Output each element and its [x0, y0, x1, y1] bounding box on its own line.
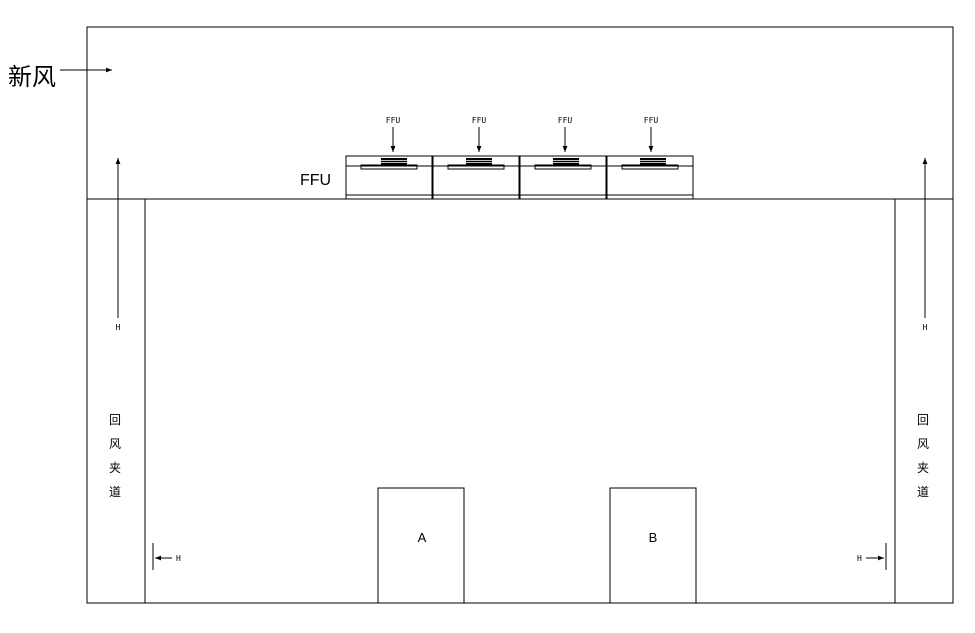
left-chase-char: 回: [109, 413, 121, 427]
building-outline: [86, 26, 954, 604]
ffu-unit-4: FFU: [606, 116, 694, 200]
right-chase-char: 夹: [917, 461, 929, 475]
left-floor-arrow-label: H: [176, 554, 181, 563]
right-chase-char: 道: [917, 485, 929, 499]
equipment-a: A: [377, 487, 465, 604]
left-chase-char: 道: [109, 485, 121, 499]
ffu-unit-label: FFU: [558, 116, 573, 125]
right-chase-char: 回: [917, 413, 929, 427]
left-return-air-chase: H 回 风 夹 道 H: [109, 158, 181, 570]
ffu-unit-3: FFU: [519, 116, 607, 200]
right-chase-char: 风: [917, 437, 929, 451]
equipment-b-label: B: [649, 530, 658, 545]
ffu-unit-2: FFU: [432, 116, 520, 200]
right-return-arrow-label: H: [923, 323, 928, 332]
ffu-unit-label: FFU: [644, 116, 659, 125]
ffu-unit-label: FFU: [386, 116, 401, 125]
right-return-air-chase: H 回 风 夹 道 H: [857, 158, 929, 570]
left-chase-char: 夹: [109, 461, 121, 475]
left-chase-char: 风: [109, 437, 121, 451]
equipment-b: B: [609, 487, 697, 604]
fresh-air-label: 新风: [8, 63, 56, 91]
right-floor-arrow-label: H: [857, 554, 862, 563]
ffu-side-label: FFU: [300, 172, 331, 189]
ffu-unit-label: FFU: [472, 116, 487, 125]
equipment-a-label: A: [418, 530, 427, 545]
ffu-unit-1: FFU: [345, 116, 433, 200]
left-return-arrow-label: H: [116, 323, 121, 332]
